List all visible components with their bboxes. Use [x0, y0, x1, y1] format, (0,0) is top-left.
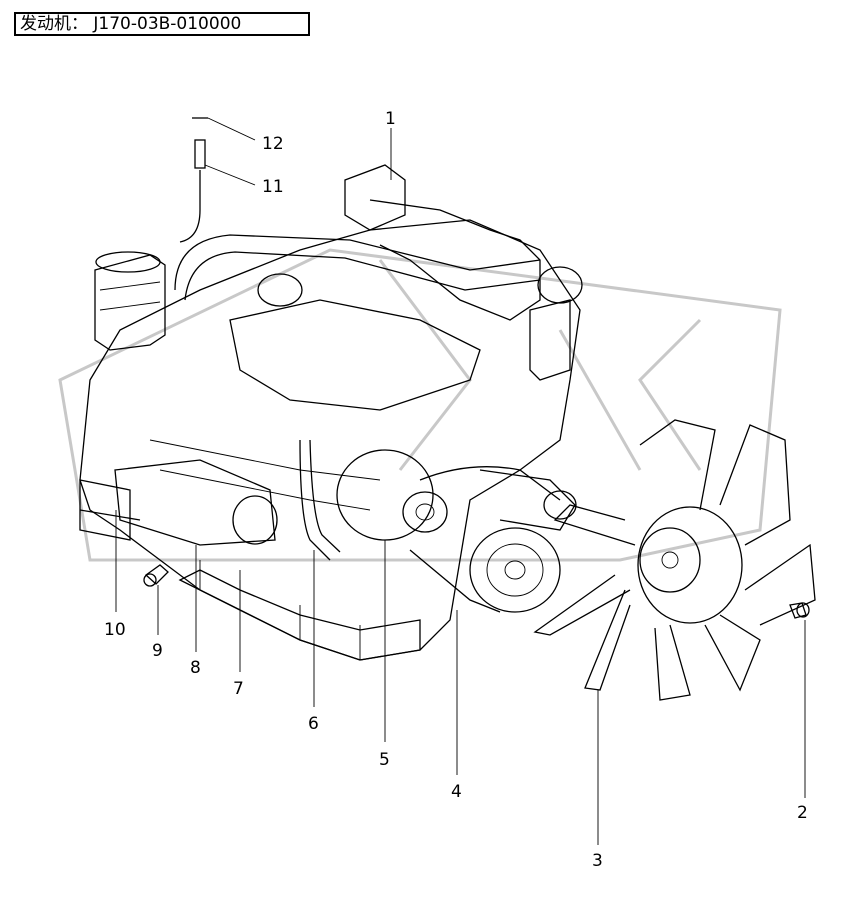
callout-4: 4	[451, 782, 462, 802]
intake-pipe	[174, 234, 541, 411]
callout-9: 9	[152, 641, 163, 661]
alternator	[336, 449, 448, 541]
starter-motor	[114, 459, 278, 546]
callout-3: 3	[592, 851, 603, 871]
fuel-pipe	[299, 439, 341, 561]
drain-plug	[143, 564, 169, 587]
callout-5: 5	[379, 750, 390, 770]
watermark-logo	[58, 248, 782, 562]
callout-labels: 1 2 3 4 5 6 7 8 9 10 11 12	[104, 109, 808, 871]
callout-8: 8	[190, 658, 201, 678]
callout-7: 7	[233, 679, 244, 699]
callout-6: 6	[308, 714, 319, 734]
fan-bolt	[789, 602, 810, 619]
callout-2: 2	[797, 803, 808, 823]
callout-10: 10	[104, 620, 126, 640]
drawing-title: 发动机： J170-03B-010000	[14, 12, 310, 36]
dipstick	[179, 117, 208, 243]
exhaust-elbow	[344, 164, 583, 381]
callout-12: 12	[262, 134, 284, 154]
mount-bracket	[79, 479, 141, 541]
callout-1: 1	[385, 109, 396, 129]
leader-lines	[115, 117, 806, 845]
callout-11: 11	[262, 177, 284, 197]
fan-hub	[479, 469, 577, 531]
cooling-fan	[533, 419, 816, 701]
compressor-pulley	[409, 466, 561, 613]
oil-filter	[94, 251, 166, 351]
